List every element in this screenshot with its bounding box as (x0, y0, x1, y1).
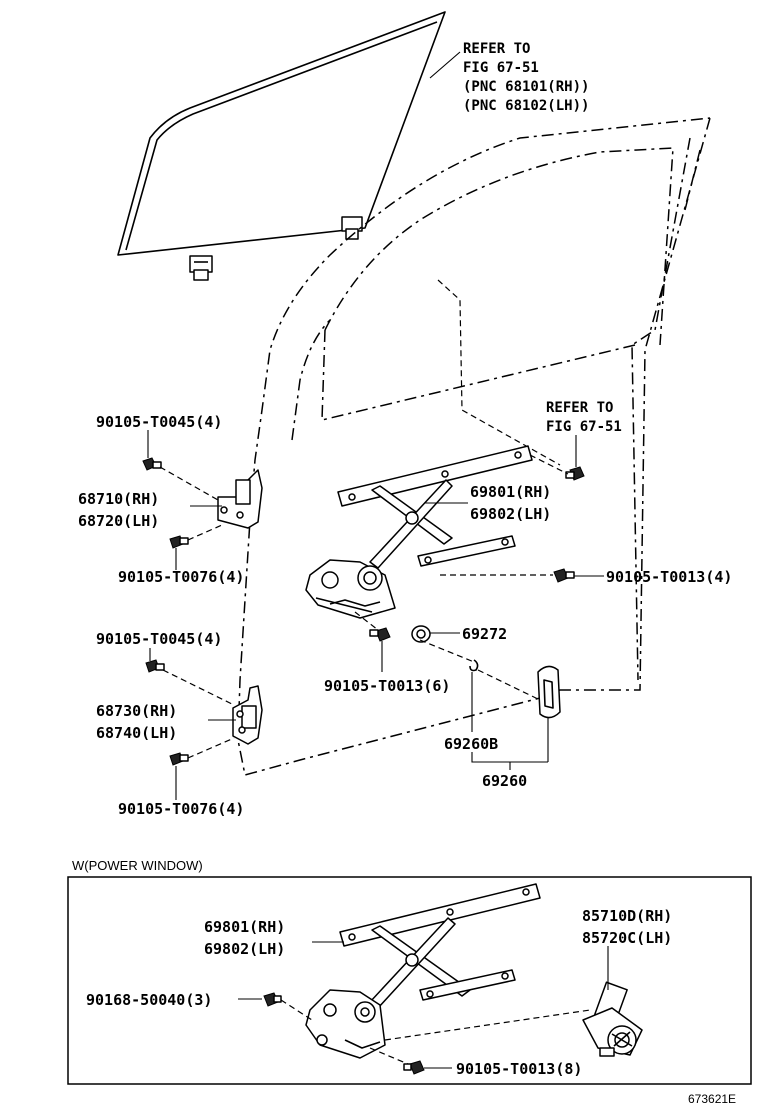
pw-label-screw: 90168-50040(3) (86, 991, 212, 1009)
door-glass (117, 11, 446, 281)
pw-motor (582, 981, 643, 1057)
pw-screw-guide (280, 999, 313, 1021)
label-handle-sub: 69260B (444, 735, 498, 753)
bolt-regulator-right-icon (553, 568, 575, 583)
label-hinge-lower-lh: 68740(LH) (96, 724, 177, 742)
handle-bracket (471, 752, 548, 763)
pw-window-regulator (305, 883, 541, 1059)
bolt-lower-top-guide (162, 669, 235, 706)
pw-label-regulator-rh: 69801(RH) (204, 918, 285, 936)
label-bolt-lower-hinge-bottom: 90105-T0076(4) (118, 800, 244, 818)
window-handle (537, 665, 561, 719)
glass-bracket-right (341, 216, 363, 240)
glass-leader-line (429, 51, 461, 79)
bolt-lower-bottom-guide (187, 737, 235, 759)
bolt-regulator-bottom-icon (369, 627, 391, 642)
refer-glass-line4: (PNC 68102(LH)) (463, 98, 589, 114)
bolt-lower-hinge-bottom-icon (169, 752, 189, 766)
label-bolt-regulator-bottom: 90105-T0013(6) (324, 677, 450, 695)
bolt-upper-hinge-top-icon (142, 457, 162, 471)
regulator-bottom-bolt-guide (354, 611, 379, 631)
window-regulator (305, 445, 533, 619)
label-bolt-upper-hinge-top: 90105-T0045(4) (96, 413, 222, 431)
refer-right-line1: REFER TO (546, 400, 613, 416)
refer-right-line2: FIG 67-51 (546, 419, 622, 435)
label-hinge-upper-lh: 68720(LH) (78, 512, 159, 530)
label-hinge-lower-rh: 68730(RH) (96, 702, 177, 720)
glass-to-regulator-line (437, 279, 561, 466)
label-regulator-lh: 69802(LH) (470, 505, 551, 523)
pw-label-motor-lh: 85720C(LH) (582, 929, 672, 947)
door-outline (237, 117, 711, 776)
pw-label-motor-rh: 85710D(RH) (582, 907, 672, 925)
label-bolt-lower-hinge-top: 90105-T0045(4) (96, 630, 222, 648)
regulator-upper-bolt-guide (529, 454, 569, 475)
pw-motor-guide (384, 1009, 591, 1041)
label-bolt-upper-hinge-bottom: 90105-T0076(4) (118, 568, 244, 586)
glass-bracket-left (189, 255, 213, 281)
lower-hinge (232, 685, 263, 745)
bolt-regulator-upper-right-icon (565, 466, 585, 481)
bolt-upper-hinge-bottom-icon (169, 535, 189, 549)
pw-bolt-guide (369, 1047, 409, 1065)
refer-glass-line3: (PNC 68101(RH)) (463, 79, 589, 95)
pw-label-bolt: 90105-T0013(8) (456, 1060, 582, 1078)
label-handle: 69260 (482, 772, 527, 790)
pw-screw-icon (263, 992, 282, 1007)
pw-bolt-icon (403, 1060, 425, 1075)
figure-id: 673621E (688, 1092, 736, 1106)
clip-to-handle-guide (477, 669, 541, 701)
grommet-icon (411, 625, 431, 643)
grommet-to-clip-guide (419, 639, 475, 663)
refer-glass-line1: REFER TO (463, 41, 530, 57)
power-window-frame (67, 876, 752, 1085)
label-bolt-regulator-right: 90105-T0013(4) (606, 568, 732, 586)
label-regulator-rh: 69801(RH) (470, 483, 551, 501)
bolt-lower-hinge-top-icon (145, 659, 165, 673)
bolt-upper-bottom-guide (187, 524, 223, 541)
power-window-section-title: W(POWER WINDOW) (72, 858, 203, 873)
pw-label-regulator-lh: 69802(LH) (204, 940, 285, 958)
label-hinge-upper-rh: 68710(RH) (78, 490, 159, 508)
upper-hinge (217, 469, 263, 529)
bolt-upper-top-guide (159, 466, 219, 501)
handle-clip-icon (469, 659, 479, 672)
refer-glass-line2: FIG 67-51 (463, 60, 539, 76)
label-grommet: 69272 (462, 625, 507, 643)
